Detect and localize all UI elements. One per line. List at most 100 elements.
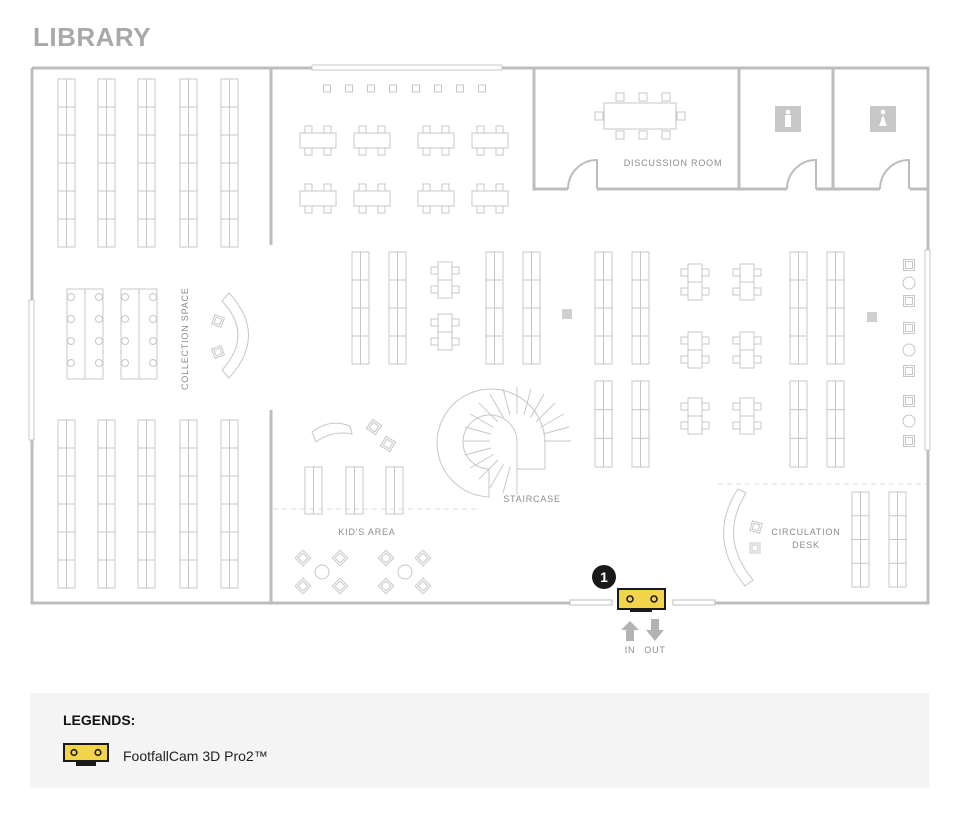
round-table xyxy=(314,564,330,580)
stair-step xyxy=(530,393,545,418)
stair-step xyxy=(540,413,565,428)
circulation-desk-label-line2: DESK xyxy=(792,540,820,550)
chair xyxy=(358,125,367,134)
chair xyxy=(495,183,504,192)
chair xyxy=(456,84,464,93)
chair xyxy=(615,92,625,102)
toilet-signs xyxy=(775,106,896,132)
armchair xyxy=(294,577,312,595)
chair xyxy=(67,293,75,301)
chair xyxy=(377,205,386,214)
study-desk xyxy=(299,132,337,149)
chair xyxy=(67,315,75,323)
chair xyxy=(732,336,741,345)
chair xyxy=(495,205,504,214)
chair xyxy=(732,287,741,296)
chair xyxy=(701,336,710,345)
svg-text:1: 1 xyxy=(600,569,608,585)
armchair-seat xyxy=(905,397,913,405)
chair xyxy=(478,84,486,93)
chair xyxy=(732,421,741,430)
curved-sofa xyxy=(221,292,249,379)
armchair-seat xyxy=(417,580,429,592)
chair xyxy=(121,337,129,345)
chair xyxy=(451,285,460,294)
chair xyxy=(430,285,439,294)
chair xyxy=(430,266,439,275)
chair xyxy=(95,315,103,323)
armchair-seat xyxy=(334,552,346,564)
chair xyxy=(753,402,762,411)
chair xyxy=(121,315,129,323)
chair xyxy=(67,337,75,345)
stair-step xyxy=(502,466,511,494)
chair xyxy=(451,337,460,346)
footfallcam-device[interactable] xyxy=(617,588,666,612)
chair xyxy=(753,421,762,430)
chair xyxy=(304,147,313,156)
chair xyxy=(701,287,710,296)
study-desk xyxy=(471,132,509,149)
stair-step xyxy=(464,426,492,435)
stair-step xyxy=(478,402,499,423)
chair xyxy=(323,84,331,93)
chair xyxy=(615,130,625,140)
stair-step xyxy=(478,459,499,480)
chair xyxy=(701,402,710,411)
chair xyxy=(389,84,397,93)
chair xyxy=(753,336,762,345)
chair xyxy=(121,359,129,367)
stair-step xyxy=(535,402,556,423)
chair xyxy=(732,355,741,364)
armchair xyxy=(903,395,915,407)
chair xyxy=(701,421,710,430)
armchair xyxy=(377,577,395,595)
stair-step xyxy=(469,454,494,469)
armchair xyxy=(903,259,915,271)
chair xyxy=(121,293,129,301)
armchair xyxy=(294,549,312,567)
stair-step xyxy=(489,464,504,489)
out-arrow-icon xyxy=(646,619,664,641)
chair xyxy=(495,125,504,134)
discussion-room-label: DISCUSSION ROOM xyxy=(624,158,723,168)
stair-step xyxy=(502,388,511,416)
chair xyxy=(95,359,103,367)
armchair xyxy=(903,295,915,307)
chair xyxy=(441,125,450,134)
chair xyxy=(753,268,762,277)
chair xyxy=(680,355,689,364)
chair xyxy=(323,205,332,214)
collection-space-label: COLLECTION SPACE xyxy=(180,287,190,390)
chair xyxy=(323,125,332,134)
armchair-seat xyxy=(368,421,380,433)
chair xyxy=(661,92,671,102)
armchair xyxy=(379,435,397,453)
stair-step xyxy=(542,426,570,435)
chair xyxy=(701,355,710,364)
armchair-seat xyxy=(905,367,913,375)
chair xyxy=(304,205,313,214)
chair xyxy=(422,147,431,156)
chair xyxy=(680,268,689,277)
chair xyxy=(476,183,485,192)
footfallcam-3d-pro2-icon xyxy=(63,743,109,766)
armchair-seat xyxy=(213,316,223,326)
chair xyxy=(451,318,460,327)
chair xyxy=(67,359,75,367)
armchair-seat xyxy=(905,261,913,269)
legend-panel: LEGENDS: FootfallCam 3D Pro2™ xyxy=(30,693,929,788)
study-desk xyxy=(417,190,455,207)
chair xyxy=(434,84,442,93)
in-label: IN xyxy=(625,645,636,655)
chair xyxy=(422,205,431,214)
armchair xyxy=(903,365,915,377)
camera-number-badge: 1 xyxy=(592,565,616,589)
chair xyxy=(323,147,332,156)
chair xyxy=(753,355,762,364)
column xyxy=(562,309,572,319)
armchair-seat xyxy=(334,580,346,592)
armchair-seat xyxy=(382,438,394,450)
chair xyxy=(753,287,762,296)
chair xyxy=(476,205,485,214)
